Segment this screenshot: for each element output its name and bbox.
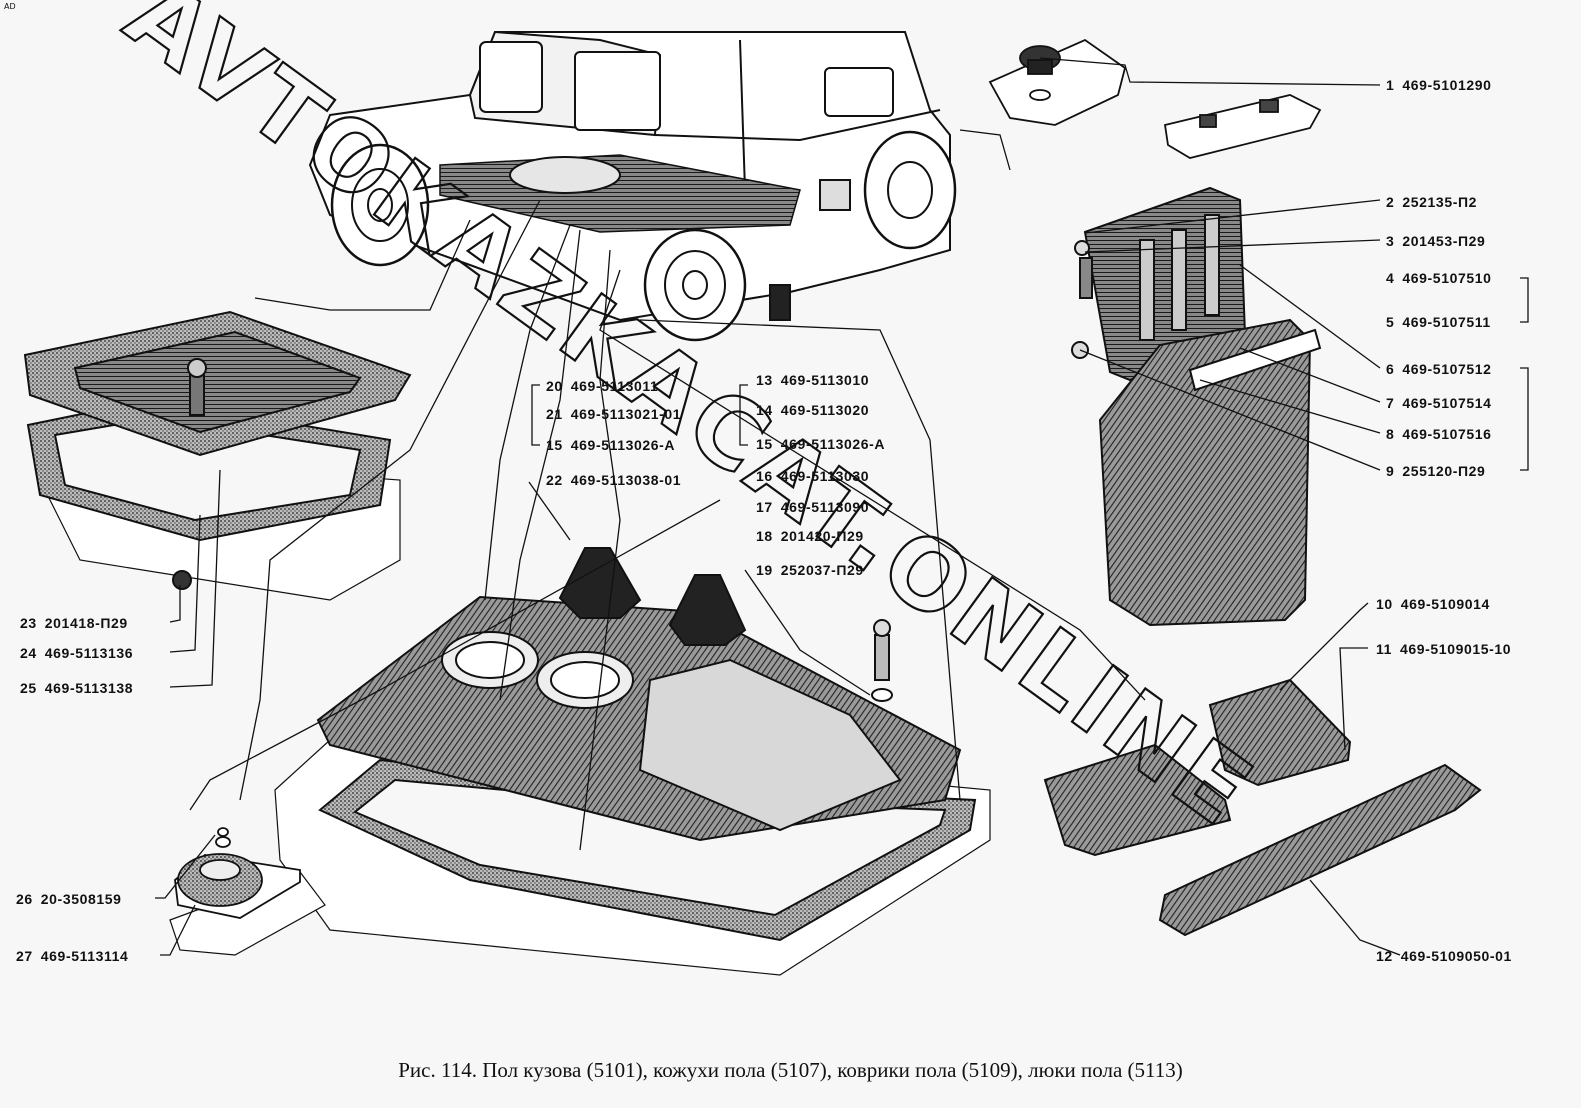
vehicle-illustration: [308, 30, 957, 342]
leader-lines: [155, 57, 1529, 956]
part-floor-mats: [1043, 678, 1482, 937]
part-floor-plug: [988, 38, 1322, 159]
part-mud-guard: [1071, 186, 1322, 627]
part-hatch-cover: [23, 310, 412, 601]
part-mount-cushion: [169, 827, 326, 956]
figure-caption: Рис. 114. Пол кузова (5101), кожухи пола…: [398, 1058, 1183, 1082]
corner-mark: AD: [4, 2, 16, 11]
